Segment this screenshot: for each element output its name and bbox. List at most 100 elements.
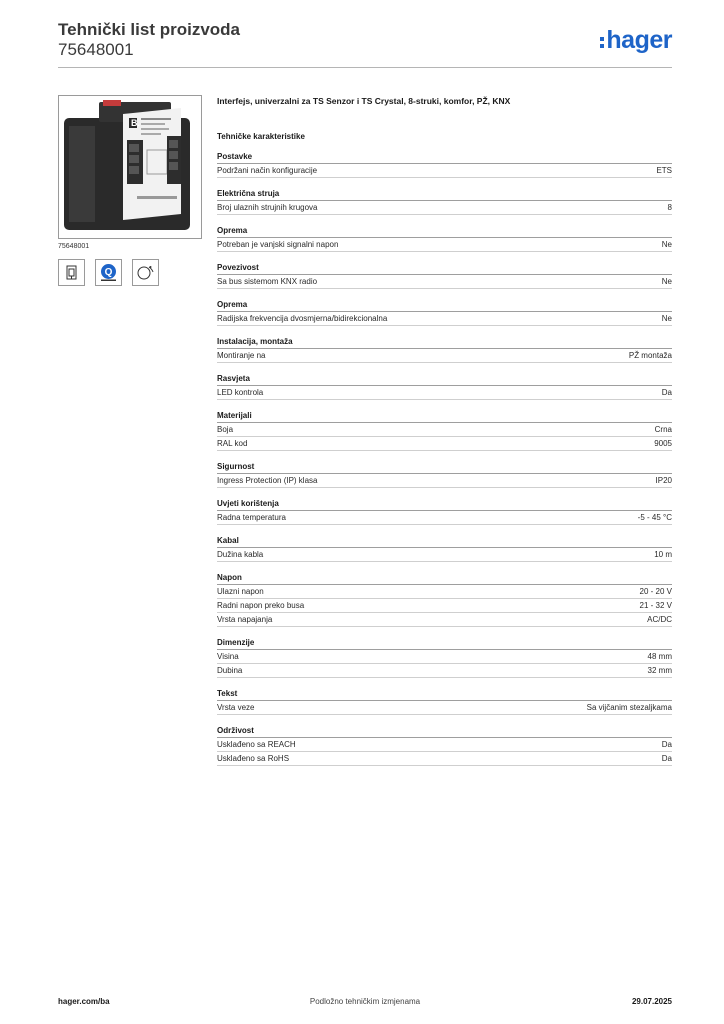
group-title: Oprema [217, 224, 672, 238]
product-image-code: 75648001 [58, 243, 90, 250]
characteristic-row: Montiranje na PŽ montaža [217, 349, 672, 363]
footer-note: Podložno tehničkim izmjenama [309, 997, 421, 1006]
characteristic-row: Vrsta napajanja AC/DC [217, 613, 672, 627]
characteristic-row: Ulazni napon 20 - 20 V [217, 585, 672, 599]
characteristic-label: Sa bus sistemom KNX radio [217, 277, 318, 286]
characteristic-value: Da [661, 388, 672, 397]
group-title: Tekst [217, 687, 672, 701]
product-symbol-icon [58, 259, 85, 286]
characteristic-label: Visina [217, 652, 239, 661]
characteristic-row: Ingress Protection (IP) klasa IP20 [217, 474, 672, 488]
characteristic-label: Vrsta napajanja [217, 615, 273, 624]
section-title: Tehničke karakteristike [217, 132, 305, 141]
characteristic-value: 32 mm [647, 666, 672, 675]
group-title: Oprema [217, 298, 672, 312]
group-title: Materijali [217, 409, 672, 423]
characteristic-label: Potreban je vanjski signalni napon [217, 240, 339, 249]
header-divider [58, 67, 672, 68]
characteristic-label: Ingress Protection (IP) klasa [217, 476, 318, 485]
group-title: Povezivost [217, 261, 672, 275]
characteristic-label: Boja [217, 425, 234, 434]
group-title: Sigurnost [217, 460, 672, 474]
characteristic-label: Ulazni napon [217, 587, 264, 596]
knx-interface-module-image: B. [64, 100, 190, 230]
characteristic-value: 10 m [654, 550, 672, 559]
characteristic-value: Da [661, 740, 672, 749]
quality-mark-icon: Q [95, 259, 122, 286]
characteristic-value: ETS [656, 166, 672, 175]
characteristic-label: RAL kod [217, 439, 248, 448]
product-image: B. [58, 95, 202, 239]
group-title: Dimenzije [217, 636, 672, 650]
characteristic-row: Dubina 32 mm [217, 664, 672, 678]
characteristic-row: LED kontrola Da [217, 386, 672, 400]
group-title: Rasvjeta [217, 372, 672, 386]
logo-text: hager [606, 26, 672, 54]
svg-text:Q: Q [105, 267, 113, 278]
characteristic-label: Montiranje na [217, 351, 266, 360]
characteristic-label: Radni napon preko busa [217, 601, 305, 610]
group-title: Napon [217, 571, 672, 585]
characteristic-label: Dubina [217, 666, 243, 675]
characteristic-row: Sa bus sistemom KNX radio Ne [217, 275, 672, 289]
characteristic-value: 8 [667, 203, 672, 212]
logo-dots-icon [600, 37, 605, 48]
characteristic-value: IP20 [655, 476, 672, 485]
group-title: Instalacija, montaža [217, 335, 672, 349]
characteristic-row: Boja Crna [217, 423, 672, 437]
group-title: Održivost [217, 724, 672, 738]
group-title: Kabal [217, 534, 672, 548]
characteristic-value: -5 - 45 °C [637, 513, 672, 522]
characteristic-value: Ne [661, 240, 672, 249]
characteristic-label: LED kontrola [217, 388, 264, 397]
product-sidebar: B. 75648001 Q [58, 95, 202, 286]
characteristic-group: Povezivost Sa bus sistemom KNX radio Ne [217, 261, 672, 289]
sensor-symbol-icon [132, 259, 159, 286]
characteristic-value: Sa vijčanim stezaljkama [586, 703, 672, 712]
characteristic-label: Broj ulaznih strujnih krugova [217, 203, 318, 212]
characteristic-value: Ne [661, 314, 672, 323]
characteristic-label: Usklađeno sa REACH [217, 740, 296, 749]
characteristic-value: Ne [661, 277, 672, 286]
characteristic-row: Potreban je vanjski signalni napon Ne [217, 238, 672, 252]
characteristic-row: Usklađeno sa REACH Da [217, 738, 672, 752]
group-title: Električna struja [217, 187, 672, 201]
page-title: Tehnički list proizvoda [58, 20, 240, 39]
footer-date: 29.07.2025 [631, 997, 672, 1006]
characteristic-value: AC/DC [647, 615, 672, 624]
hager-logo: hager [600, 26, 672, 55]
product-number: 75648001 [58, 40, 134, 59]
characteristic-value: Crna [654, 425, 672, 434]
characteristic-row: Radna temperatura-5 - 45 °C [217, 511, 672, 525]
characteristic-value: 20 - 20 V [639, 587, 672, 596]
certification-icons: Q [58, 259, 202, 286]
group-title: Uvjeti korištenja [217, 497, 672, 511]
product-details: Interfejs, univerzalni za TS Senzor i TS… [217, 96, 672, 766]
group-title: Postavke [217, 150, 672, 164]
module-label-text: B. [131, 118, 140, 128]
page-header: Tehnički list proizvoda 75648001 hager [58, 20, 672, 60]
characteristic-row: Broj ulaznih strujnih krugova 8 [217, 201, 672, 215]
characteristic-value: PŽ montaža [628, 351, 672, 360]
